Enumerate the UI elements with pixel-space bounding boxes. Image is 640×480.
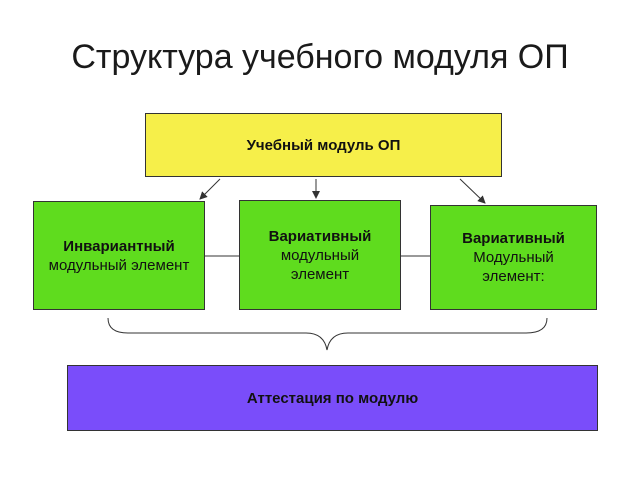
variative-module-box-1: Вариативный модульный элемент [239,200,401,310]
module-1-line-1: Инвариантный [63,237,175,255]
top-module-label: Учебный модуль ОП [246,136,401,154]
module-2-line-2: модульный [280,246,360,264]
attestation-label: Аттестация по модулю [246,389,419,407]
curly-brace [107,317,548,351]
module-3-line-1: Вариативный [462,230,565,247]
arrow-to-invariant [199,178,221,200]
module-2-line-1: Вариативный [268,227,372,245]
module-3-line-2: Модульный [473,249,554,266]
module-1-line-2: модульный элемент [48,256,190,274]
diagram-title: Структура учебного модуля ОП [71,38,569,76]
variative-module-box-2: Вариативный Модульный элемент: [430,205,597,310]
invariant-module-box: Инвариантный модульный элемент [33,201,205,310]
arrow-to-variative-2 [459,178,486,204]
top-module-box: Учебный модуль ОП [145,113,502,177]
attestation-box: Аттестация по модулю [67,365,598,431]
module-2-line-3: элемент [290,265,350,283]
module-3-line-3: элемент: [482,268,545,285]
